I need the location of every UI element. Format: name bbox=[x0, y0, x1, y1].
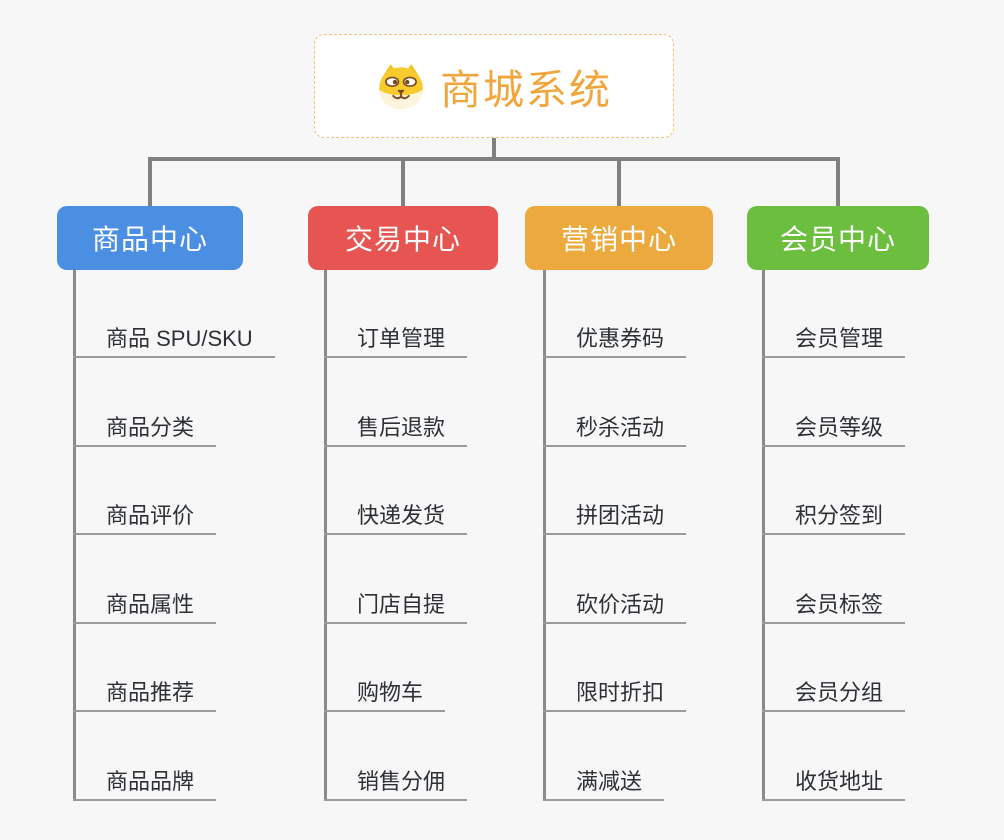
root-stub-line bbox=[492, 138, 496, 161]
branch-drop-line bbox=[617, 157, 621, 206]
branch-item[interactable]: 限时折扣 bbox=[543, 678, 687, 712]
branch-item[interactable]: 会员等级 bbox=[762, 413, 906, 447]
branch-header[interactable]: 会员中心 bbox=[747, 206, 929, 270]
branch-drop-line bbox=[148, 157, 152, 206]
branch-drop-line bbox=[401, 157, 405, 206]
branch-item[interactable]: 秒杀活动 bbox=[543, 413, 687, 447]
root-topic-node[interactable]: 商城系统 bbox=[314, 34, 674, 138]
branch-item[interactable]: 商品品牌 bbox=[73, 767, 217, 801]
branch-item[interactable]: 商品属性 bbox=[73, 590, 217, 624]
branch-trunk-line bbox=[762, 270, 765, 801]
branch-item[interactable]: 快递发货 bbox=[324, 501, 468, 535]
branch-trunk-line bbox=[324, 270, 327, 801]
branch-item[interactable]: 商品分类 bbox=[73, 413, 217, 447]
branch-header[interactable]: 商品中心 bbox=[57, 206, 243, 270]
branch-item[interactable]: 商品 SPU/SKU bbox=[73, 324, 275, 358]
branch-item[interactable]: 售后退款 bbox=[324, 413, 468, 447]
root-topic-title: 商城系统 bbox=[440, 67, 612, 113]
branch-item[interactable]: 门店自提 bbox=[324, 590, 468, 624]
branch-item[interactable]: 收货地址 bbox=[762, 767, 906, 801]
branch-trunk-line bbox=[73, 270, 76, 801]
horizontal-connector-line bbox=[148, 157, 840, 161]
dog-face-icon bbox=[376, 62, 426, 110]
branch-item[interactable]: 积分签到 bbox=[762, 501, 906, 535]
branch-item[interactable]: 销售分佣 bbox=[324, 767, 468, 801]
branch-trunk-line bbox=[543, 270, 546, 801]
branch-drop-line bbox=[836, 157, 840, 206]
branch-header[interactable]: 营销中心 bbox=[525, 206, 713, 270]
branch-item[interactable]: 订单管理 bbox=[324, 324, 468, 358]
branch-item[interactable]: 会员标签 bbox=[762, 590, 906, 624]
branch-item[interactable]: 商品推荐 bbox=[73, 678, 217, 712]
branch-item[interactable]: 购物车 bbox=[324, 678, 446, 712]
branch-item[interactable]: 优惠券码 bbox=[543, 324, 687, 358]
branch-header[interactable]: 交易中心 bbox=[308, 206, 498, 270]
branch-item[interactable]: 会员分组 bbox=[762, 678, 906, 712]
branch-item[interactable]: 商品评价 bbox=[73, 501, 217, 535]
branch-item[interactable]: 拼团活动 bbox=[543, 501, 687, 535]
branch-item[interactable]: 满减送 bbox=[543, 767, 665, 801]
branch-item[interactable]: 砍价活动 bbox=[543, 590, 687, 624]
branch-item[interactable]: 会员管理 bbox=[762, 324, 906, 358]
